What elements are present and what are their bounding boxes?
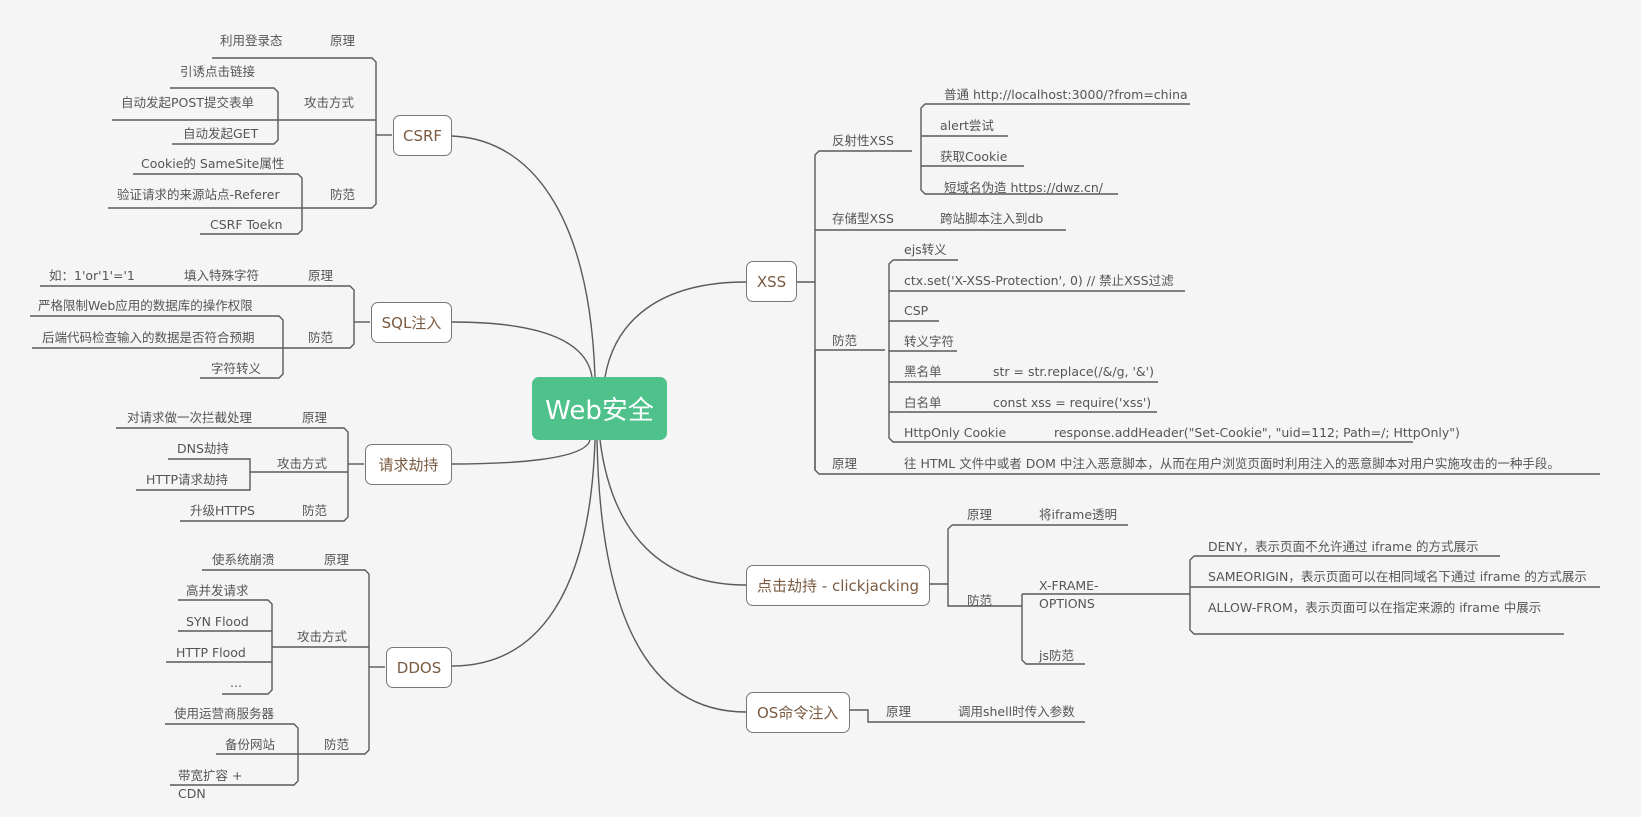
csrf-defense-item: 验证请求的来源站点-Referer [117,187,280,202]
click-xframe-item: SAMEORIGIN，表示页面可以在相同域名下通过 iframe 的方式展示 [1208,569,1587,584]
xss-principle-label: 原理 [832,456,858,471]
click-principle-item: 将iframe透明 [1039,507,1118,522]
csrf-attack-label: 攻击方式 [304,95,355,110]
csrf-defense-label: 防范 [330,187,356,202]
hijack-principle-label: 原理 [302,410,328,425]
branch-csrf-label: CSRF [402,126,443,145]
xss-defense-item: 转义字符 [904,334,955,349]
xss-defense-item: CSP [904,303,929,318]
hijack-attack-item: HTTP请求劫持 [146,472,228,487]
hijack-defense-item: 升级HTTPS [190,503,255,518]
branch-request-hijack[interactable]: 请求劫持 [365,444,452,485]
sql-defense-item: 严格限制Web应用的数据库的操作权限 [38,298,253,313]
csrf-attack-item: 自动发起POST提交表单 [121,95,254,110]
sql-principle-item: 填入特殊字符 [184,268,260,283]
csrf-defense-item: CSRF Toekn [210,217,283,232]
xss-defense-item: ejs转义 [904,242,947,257]
sql-principle-example: 如：1'or'1'='1 [49,268,135,283]
xss-defense-code: response.addHeader("Set-Cookie", "uid=11… [1054,425,1460,440]
sql-defense-item: 后端代码检查输入的数据是否符合预期 [42,330,255,345]
csrf-attack-item: 引诱点击链接 [180,64,256,79]
ddos-defense-item: 带宽扩容 + CDN [178,768,243,801]
branch-xss[interactable]: XSS [746,261,797,302]
branch-ddos-label: DDOS [396,658,442,677]
xss-stored-item: 跨站脚本注入到db [940,211,1044,226]
xss-defense-item: HttpOnly Cookie [904,425,1007,440]
root-label: Web安全 [545,396,654,426]
branch-csrf[interactable]: CSRF [393,115,452,156]
click-defense-label: 防范 [967,593,993,608]
xss-stored-label: 存储型XSS [832,211,894,226]
xss-principle-item: 往 HTML 文件中或者 DOM 中注入恶意脚本，从而在用户浏览页面时利用注入的… [904,456,1560,471]
ddos-defense-item: 使用运营商服务器 [174,706,275,721]
xss-defense-code: const xss = require('xss') [993,395,1152,410]
branch-clickjacking-label: 点击劫持 - clickjacking [757,577,919,595]
ddos-attack-item: SYN Flood [186,614,249,629]
click-xframe-item: ALLOW-FROM，表示页面可以在指定来源的 iframe 中展示 [1208,600,1542,615]
click-js-defense: js防范 [1039,648,1074,663]
click-xframe-label: X-FRAME-OPTIONS [1039,578,1099,611]
xss-defense-item: ctx.set('X-XSS-Protection', 0) // 禁止XSS过… [904,273,1174,288]
root-node[interactable]: Web安全 [532,377,667,440]
branch-os-label: OS命令注入 [757,704,839,722]
ddos-principle-label: 原理 [324,552,350,567]
xss-reflected-item: 普通 http://localhost:3000/?from=china [944,87,1188,102]
os-principle-item: 调用shell时传入参数 [958,704,1075,719]
ddos-attack-item: HTTP Flood [176,645,246,660]
xss-defense-code: str = str.replace(/&/g, '&') [993,364,1154,379]
ddos-attack-item: ... [230,675,242,690]
branch-os-command-injection[interactable]: OS命令注入 [746,692,850,733]
branch-clickjacking[interactable]: 点击劫持 - clickjacking [746,565,930,606]
csrf-principle-label: 原理 [330,33,356,48]
xss-reflected-item: alert尝试 [940,118,994,133]
click-xframe-item: DENY，表示页面不允许通过 iframe 的方式展示 [1208,539,1479,554]
click-principle-label: 原理 [967,507,993,522]
branch-ddos[interactable]: DDOS [386,647,452,688]
ddos-defense-item: 备份网站 [225,737,276,752]
xss-defense-label: 防范 [832,333,858,348]
ddos-principle-item: 使系统崩溃 [212,552,275,567]
hijack-attack-item: DNS劫持 [177,441,229,456]
xss-defense-item: 黑名单 [904,364,942,379]
hijack-principle-item: 对请求做一次拦截处理 [127,410,253,425]
ddos-attack-label: 攻击方式 [297,629,348,644]
xss-reflected-label: 反射性XSS [832,133,894,148]
branch-hijack-label: 请求劫持 [378,456,439,474]
xss-defense-item: 白名单 [904,395,942,410]
hijack-defense-label: 防范 [302,503,328,518]
xss-reflected-item: 获取Cookie [940,149,1008,164]
branch-sql-injection[interactable]: SQL注入 [371,302,452,343]
branch-xss-label: XSS [756,272,787,291]
csrf-attack-item: 自动发起GET [183,126,259,141]
ddos-attack-item: 高并发请求 [186,583,249,598]
hijack-attack-label: 攻击方式 [277,456,328,471]
xss-reflected-item: 短域名伪造 https://dwz.cn/ [944,180,1103,195]
os-principle-label: 原理 [886,704,912,719]
csrf-principle-item: 利用登录态 [220,33,283,48]
sql-defense-item: 字符转义 [211,361,262,376]
csrf-defense-item: Cookie的 SameSite属性 [141,156,285,171]
ddos-defense-label: 防范 [324,737,350,752]
sql-principle-label: 原理 [308,268,334,283]
branch-sql-label: SQL注入 [381,314,442,332]
sql-defense-label: 防范 [308,330,334,345]
